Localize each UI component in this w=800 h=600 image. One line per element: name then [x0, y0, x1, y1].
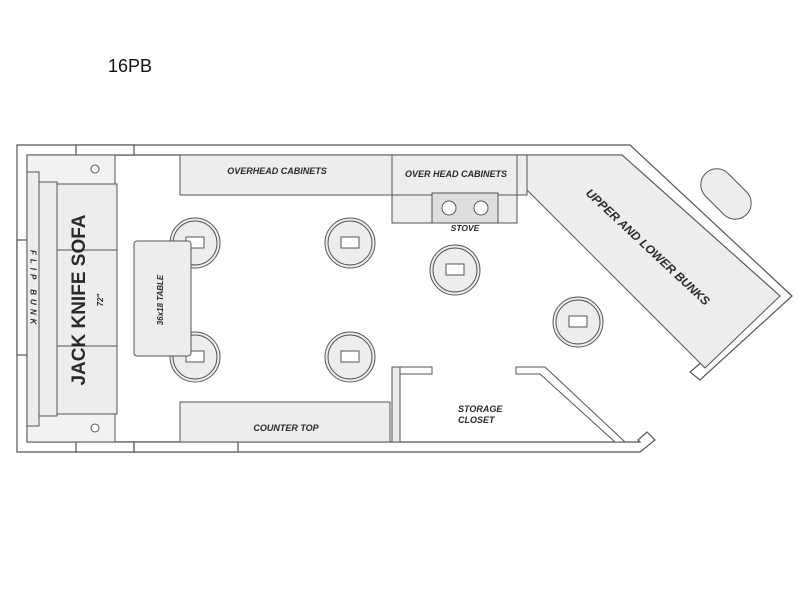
cabinet-end — [516, 154, 528, 196]
window-top-left — [75, 144, 135, 156]
bunk-ladder — [700, 168, 752, 220]
label-overhead-cabinets: OVERHEAD CABINETS — [227, 166, 327, 176]
window-bottom-left — [75, 441, 135, 453]
label-stove: STOVE — [451, 223, 480, 233]
chair-icon — [429, 244, 481, 296]
chair-icon — [552, 296, 604, 348]
overhead-cabinets — [179, 154, 393, 196]
floorplan-title: 16PB — [108, 56, 153, 76]
dinette-table — [133, 240, 192, 357]
label-closet: CLOSET — [458, 415, 496, 425]
chair-icon — [324, 217, 376, 269]
counter-top — [179, 401, 391, 443]
label-sofa-size: 72" — [96, 293, 105, 306]
bunks — [526, 154, 781, 369]
jack-knife-sofa — [26, 154, 118, 443]
label-flip-bunk: FLIP BUNK — [29, 250, 38, 328]
label-storage: STORAGE — [458, 404, 503, 414]
closet-diagonal-wall — [515, 366, 627, 443]
window-left — [16, 239, 28, 356]
over-head-cabinets — [391, 154, 518, 196]
chair-icon — [324, 331, 376, 383]
label-counter-top: COUNTER TOP — [253, 423, 319, 433]
window-bottom-mid — [133, 441, 239, 453]
cup-holder-icon — [90, 164, 100, 174]
label-table: 36x18 TABLE — [156, 274, 165, 325]
label-sofa: JACK KNIFE SOFA — [69, 214, 90, 385]
label-over-head-cabinets: OVER HEAD CABINETS — [405, 169, 507, 179]
storage-closet-wall — [391, 366, 401, 443]
cup-holder-icon — [90, 423, 100, 433]
